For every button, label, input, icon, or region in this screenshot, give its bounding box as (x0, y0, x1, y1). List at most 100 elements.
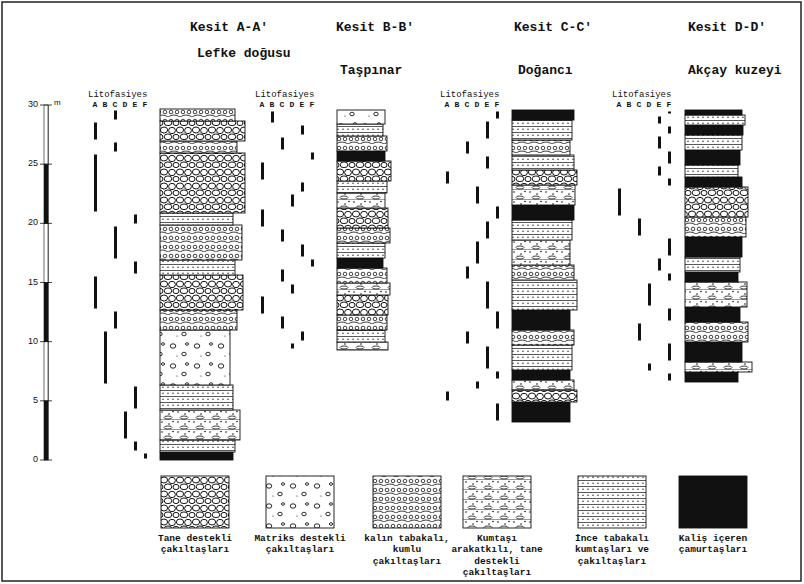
bed (685, 362, 752, 372)
bed (685, 187, 748, 217)
facies-letter: C (463, 100, 471, 109)
bed (337, 193, 385, 208)
scale-tick (40, 164, 52, 165)
facies-bar (476, 242, 479, 264)
bed (160, 260, 235, 275)
scale-tick (40, 400, 52, 401)
bed (160, 385, 233, 410)
facies-bar (261, 297, 264, 314)
bed (685, 342, 742, 362)
facies-bar (668, 179, 671, 186)
locality-name: Akçay kuzeyi (688, 63, 782, 78)
legend-text: İnce tabakalı kumtaşları ve çakıltaşları (566, 533, 658, 567)
bed (685, 257, 740, 272)
facies-bar (658, 117, 661, 124)
lithofacies-label: Litofasiyes (88, 90, 147, 100)
facies-bar (496, 207, 499, 219)
facies-bar (114, 227, 117, 259)
bed (160, 410, 240, 440)
facies-bar (94, 155, 97, 212)
bed (512, 110, 574, 120)
bed (512, 240, 570, 265)
facies-letter: C (111, 100, 119, 109)
legend-sample (679, 476, 747, 528)
facies-bar (648, 284, 651, 306)
facies-bar (658, 137, 661, 149)
scale-tick (40, 282, 52, 283)
bed (512, 265, 574, 280)
scale-number: 5 (18, 395, 38, 405)
bed (512, 310, 570, 330)
bed (160, 141, 237, 153)
bed (160, 452, 233, 460)
section-title: Kesit D-D' (688, 20, 766, 35)
bed (337, 283, 390, 295)
facies-bar (486, 157, 489, 169)
facies-bar (466, 142, 469, 154)
legend-sample (373, 476, 441, 528)
scale-number: 15 (18, 277, 38, 287)
scale-tick (40, 105, 52, 106)
facies-letter: B (268, 100, 276, 109)
bed (512, 380, 574, 390)
facies-bar (311, 153, 314, 160)
facies-letter: A (443, 100, 451, 109)
facies-bar (496, 312, 499, 329)
bed (160, 275, 243, 310)
bed (512, 120, 572, 140)
bed (685, 135, 742, 150)
bed (685, 110, 742, 115)
scale-segment (44, 342, 48, 401)
bed (512, 330, 574, 345)
scale-segment (44, 283, 48, 342)
bed (685, 282, 747, 307)
bed (160, 153, 245, 213)
legend-sample (578, 476, 646, 528)
facies-bar (486, 122, 489, 139)
facies-letter: D (121, 100, 129, 109)
facies-bar (94, 277, 97, 309)
scale-segment (44, 105, 48, 164)
bed (512, 140, 570, 155)
facies-bar (668, 152, 671, 164)
facies-bar (668, 309, 671, 321)
facies-bar (476, 187, 479, 204)
bed (337, 110, 385, 124)
bed (337, 268, 387, 283)
scale-number: 30 (18, 99, 38, 109)
facies-bar (446, 392, 449, 401)
lithofacies-label: Litofasiyes (612, 90, 671, 100)
facies-bar (446, 172, 449, 184)
facies-bar (104, 332, 107, 384)
bed (685, 272, 738, 282)
facies-bar (134, 387, 137, 409)
bed (337, 258, 383, 268)
facies-bar (114, 111, 117, 120)
facies-bar (668, 344, 671, 361)
facies-bar (291, 285, 294, 294)
scale-number: 20 (18, 217, 38, 227)
bed (337, 161, 391, 181)
scale-tick (40, 460, 52, 461)
legend-text: Matriks destekli çakıltaşları (254, 533, 346, 556)
facies-letter: D (288, 100, 296, 109)
facies-bar (261, 163, 264, 180)
facies-bar (124, 412, 127, 439)
bed (685, 150, 740, 165)
facies-letter: B (625, 100, 633, 109)
locality-name: Taşpınar (340, 63, 402, 78)
facies-bar (301, 245, 304, 257)
scale-segment (44, 223, 48, 282)
facies-bar (281, 317, 284, 329)
bed (685, 177, 742, 187)
scale-unit: m (54, 98, 61, 107)
facies-bar (658, 259, 661, 271)
legend-sample (266, 476, 334, 528)
facies-bar (301, 332, 304, 341)
bed (160, 121, 245, 141)
bed (337, 243, 385, 258)
facies-letter: E (483, 100, 491, 109)
facies-bar (134, 442, 137, 451)
section-title: Kesit C-C' (514, 20, 592, 35)
